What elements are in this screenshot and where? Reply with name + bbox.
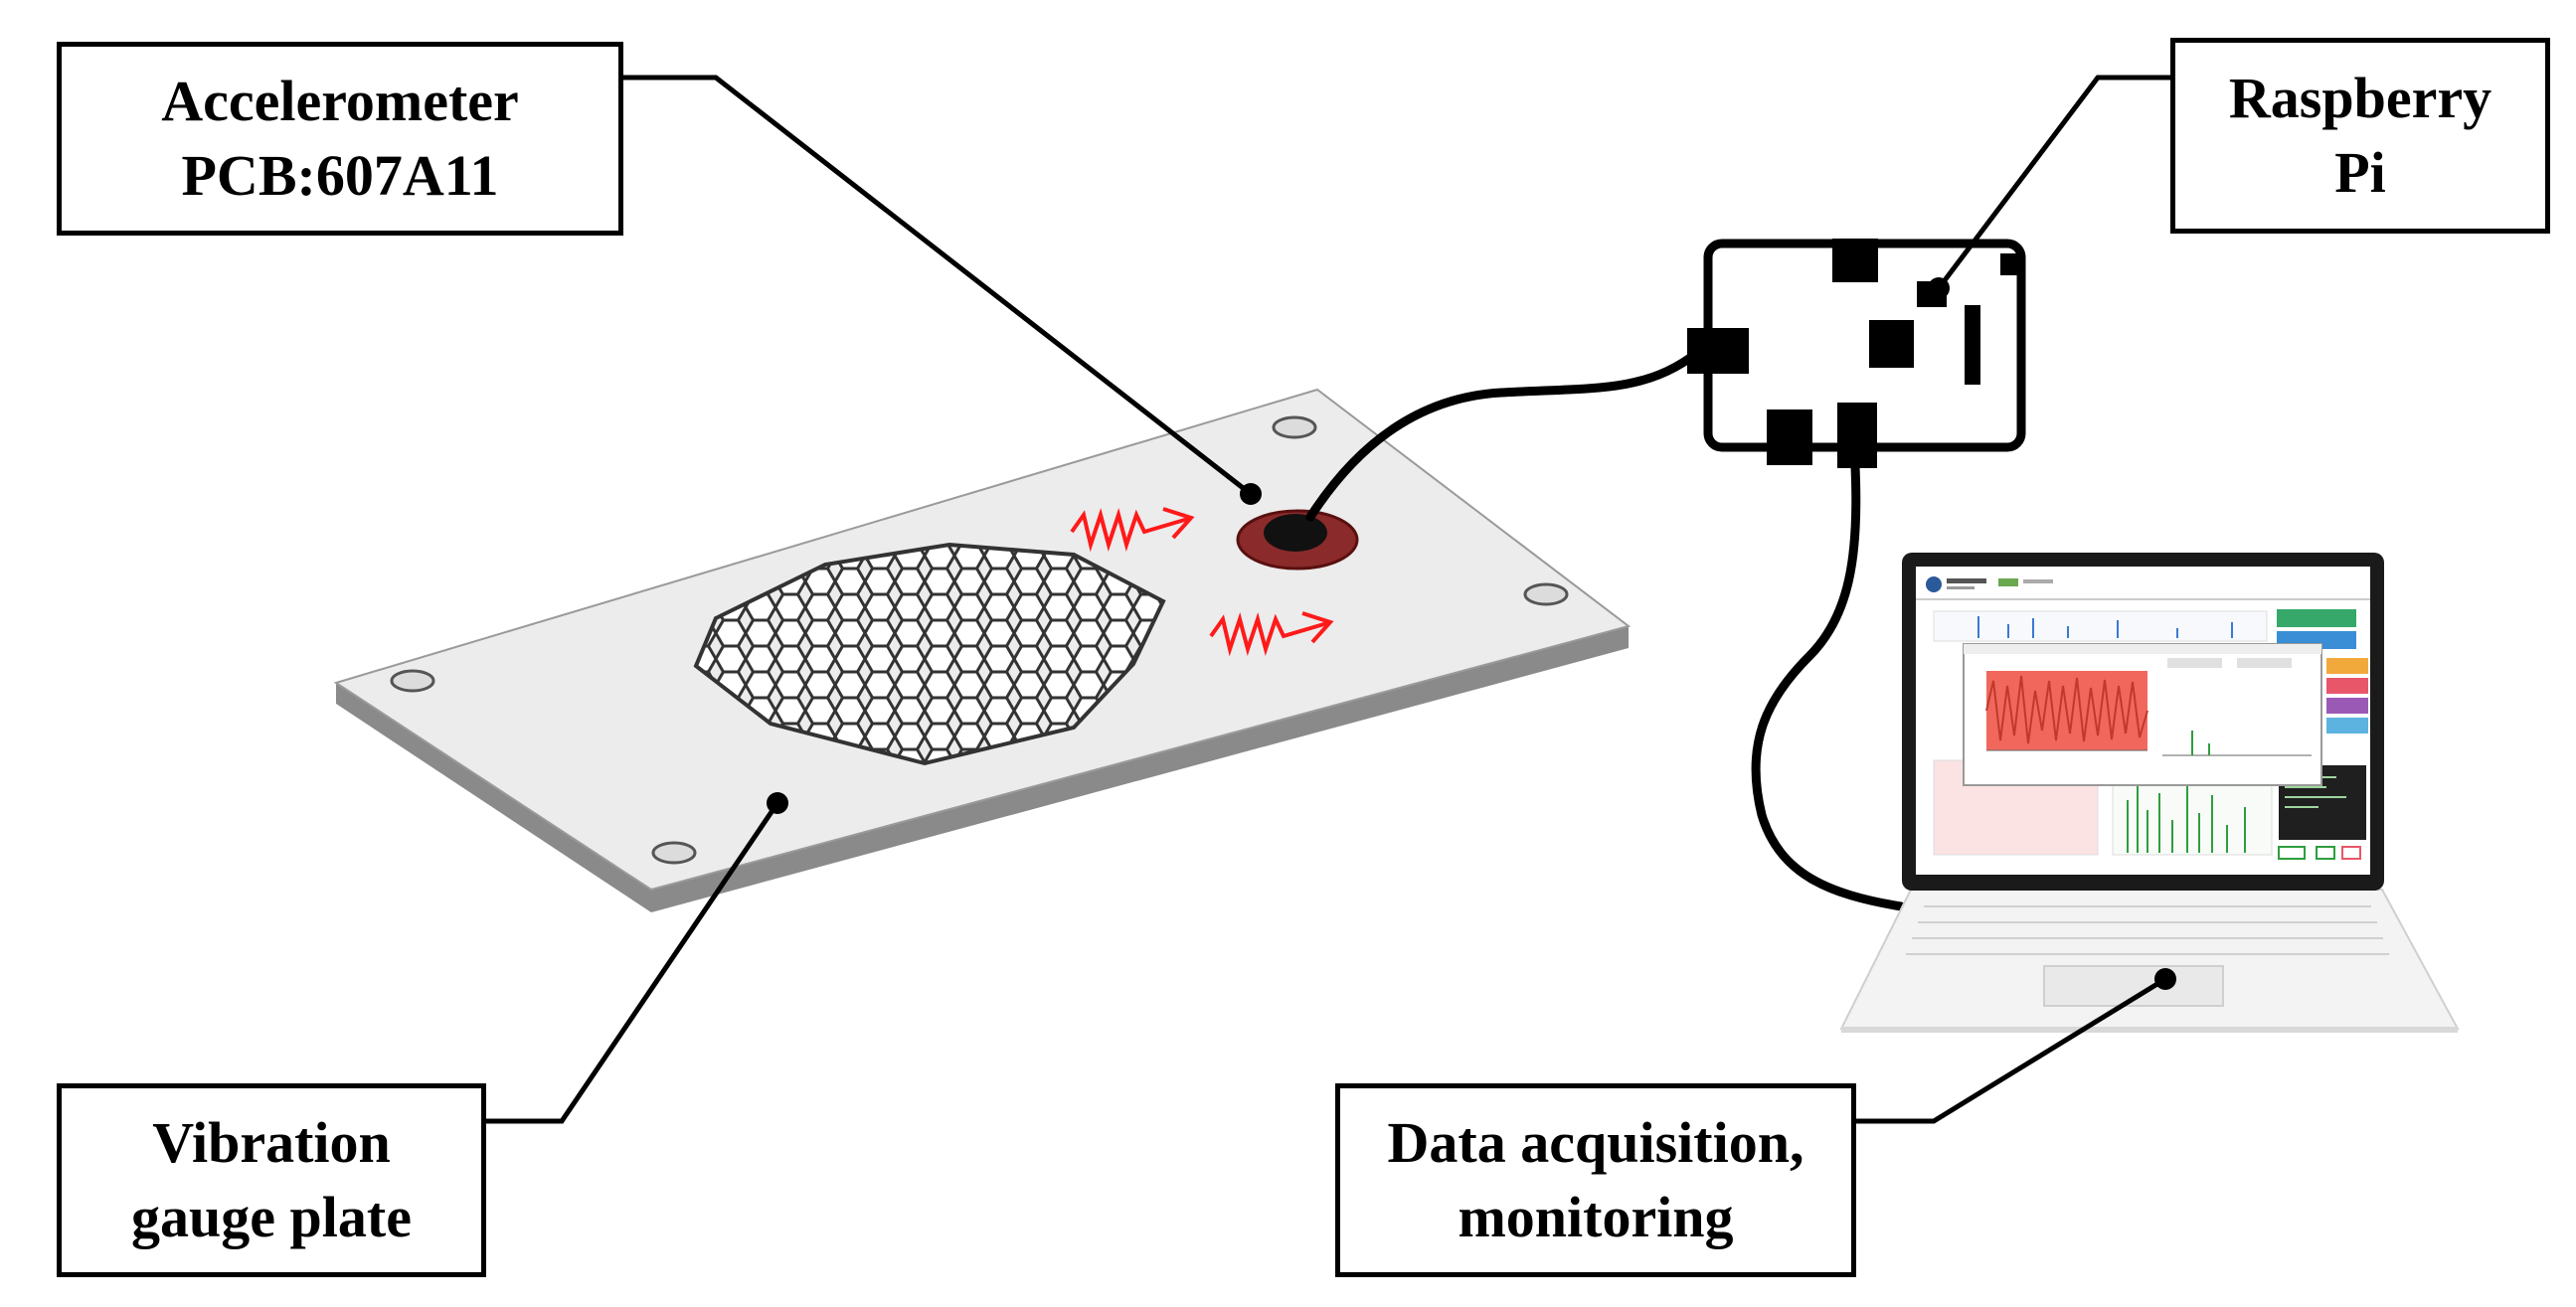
plate-bolt-hole (1523, 582, 1569, 606)
leader-lines (485, 75, 2172, 1124)
label-vibration-gauge-plate: Vibration gauge plate (57, 1083, 486, 1277)
label-data-acquisition: Data acquisition, monitoring (1335, 1083, 1856, 1277)
accelerometer-sensor-icon (1236, 509, 1359, 571)
leader-line-raspberry (1937, 75, 2172, 290)
vibration-arrow-icon (1070, 507, 1195, 553)
laptop-icon (1839, 553, 2460, 1033)
label-accelerometer: Accelerometer PCB:607A11 (57, 42, 623, 236)
plate-bolt-hole (1272, 415, 1317, 439)
laptop-base (1839, 889, 2460, 1030)
leader-dot (1240, 483, 1262, 505)
leader-dot (2154, 968, 2176, 990)
leader-line-accelerometer (621, 75, 1253, 496)
label-raspberry-pi-line1: Raspberry (2228, 66, 2492, 131)
label-raspberry-pi: Raspberry Pi (2170, 38, 2550, 234)
sensor-cable (1305, 353, 1695, 522)
leader-line-daq (1854, 976, 2167, 1124)
leader-line-plate (485, 801, 780, 1124)
raspberry-pi-board-icon (1687, 239, 2026, 468)
label-accelerometer-line2: PCB:607A11 (181, 142, 499, 208)
label-daq-line2: monitoring (1458, 1184, 1734, 1249)
vibration-gauge-plate (333, 388, 1631, 912)
laptop-keyboard (1906, 905, 2389, 955)
label-plate-line2: gauge plate (131, 1184, 412, 1249)
leader-dot (1928, 277, 1950, 299)
label-plate-line1: Vibration (152, 1110, 391, 1176)
label-daq-line1: Data acquisition, (1387, 1110, 1804, 1176)
plate-bolt-hole (651, 841, 697, 865)
label-accelerometer-line1: Accelerometer (161, 69, 519, 134)
vibration-arrow-icon (1209, 611, 1334, 657)
honeycomb-lattice (693, 542, 1166, 766)
monitoring-software (1916, 576, 2370, 860)
label-raspberry-pi-line2: Pi (2334, 139, 2386, 205)
usb-cable (1751, 462, 1906, 911)
leader-dot (767, 792, 788, 814)
plate-bolt-hole (390, 669, 435, 693)
leader-dots (767, 277, 2176, 990)
